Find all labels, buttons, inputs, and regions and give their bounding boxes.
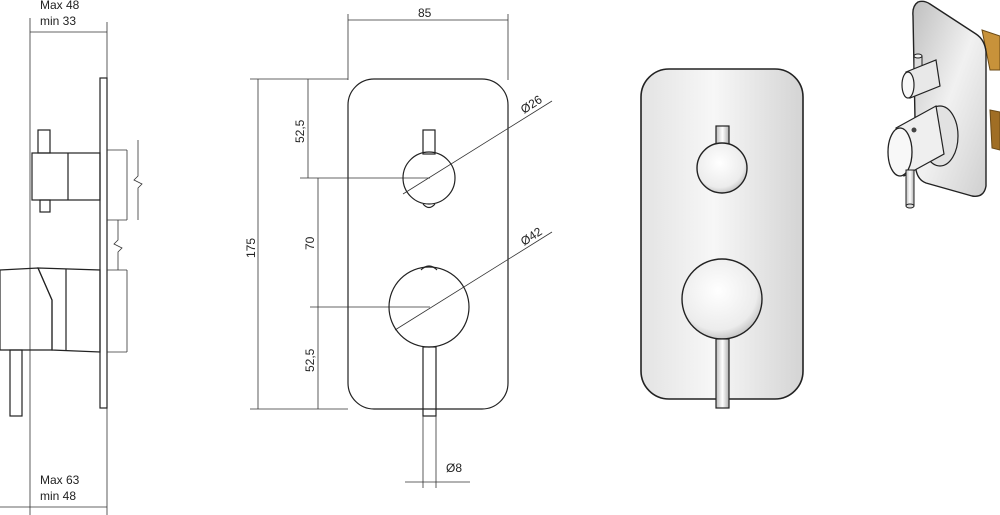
side-plate <box>99 77 108 409</box>
side-bottom-max-label: Max 63 <box>40 473 80 487</box>
large-knob-dia-leader <box>394 231 553 331</box>
front-render <box>640 68 804 409</box>
side-small-knob-pin <box>37 129 51 154</box>
height-dim-label: 175 <box>244 238 258 258</box>
spacing-label: 70 <box>303 236 317 250</box>
side-top-min-label: min 33 <box>40 14 76 28</box>
front-lever <box>422 346 437 417</box>
width-dim-label: 85 <box>418 6 432 20</box>
perspective-lever <box>905 169 915 207</box>
front-plate <box>347 78 509 410</box>
small-knob <box>402 151 456 205</box>
lever-dia-label: Ø8 <box>446 461 462 475</box>
perspective-render <box>887 0 1000 209</box>
render-large-knob <box>681 258 763 340</box>
small-knob-dia-leader <box>402 100 553 195</box>
perspective-plate <box>912 0 987 197</box>
side-bottom-min-label: min 48 <box>40 489 76 503</box>
top-offset-label: 52,5 <box>293 119 307 143</box>
bottom-offset-label: 52,5 <box>303 348 317 372</box>
side-top-max-label: Max 48 <box>40 0 80 12</box>
side-lever <box>9 349 23 417</box>
side-small-knob-body <box>31 152 101 201</box>
small-knob-pin <box>422 129 436 155</box>
front-view: 85 175 52,5 70 52,5 Ø26 Ø42 Ø8 <box>244 6 553 488</box>
brass-body <box>981 29 1000 71</box>
side-large-knob-body <box>0 267 53 351</box>
small-knob-dia-label: Ø26 <box>518 92 545 116</box>
side-view: Max 48 min 33 Max 63 min 48 <box>0 0 143 515</box>
render-small-knob <box>696 142 748 194</box>
render-lever <box>715 338 730 409</box>
